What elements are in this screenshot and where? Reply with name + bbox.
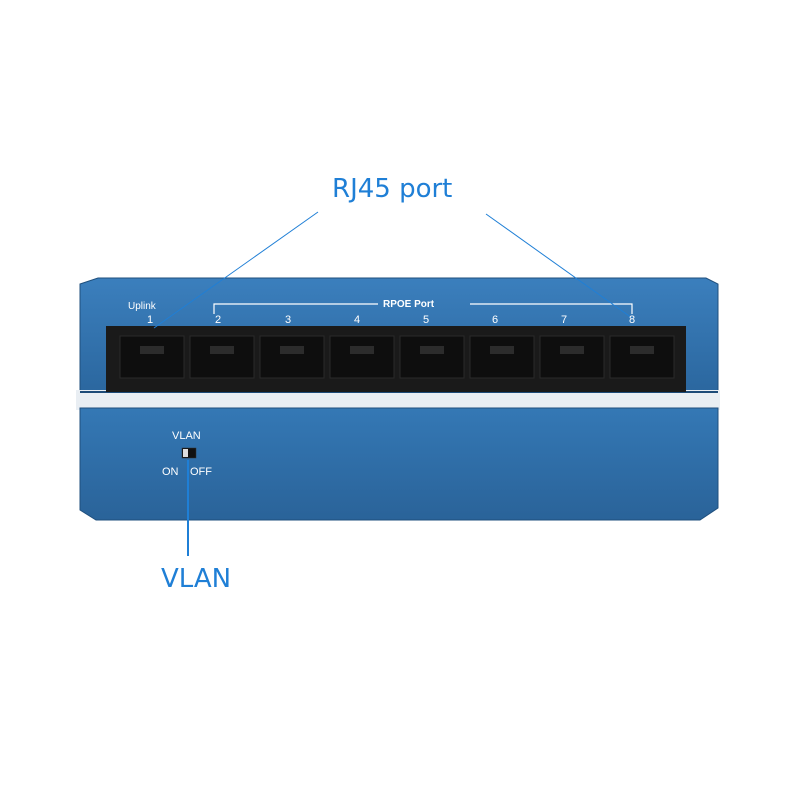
vlan-switch-label: VLAN [172,430,201,442]
port-number-3: 3 [285,314,292,326]
housing-seam [76,390,720,410]
switch-off-label: OFF [190,466,212,478]
port-number-4: 4 [354,314,361,326]
switch-on-label: ON [162,466,179,478]
port-number-8: 8 [629,314,636,326]
port-number-7: 7 [561,314,568,326]
rj45-port-7 [539,335,605,379]
rj45-port-callout: RJ45 port [332,174,453,204]
vlan-callout: VLAN [161,564,232,594]
callout-line-rj45-right [485,213,633,319]
port-number-1: 1 [147,314,154,326]
callout-line-rj45-left [153,211,319,329]
rj45-port-5 [399,335,465,379]
rj45-port-3 [259,335,325,379]
rj45-port-8 [609,335,675,379]
rj45-port-1 [119,335,185,379]
switch-bottom-housing [79,407,719,521]
rpoe-port-label: RPOE Port [383,299,435,310]
rpoe-bracket [213,303,633,314]
rj45-port-2 [189,335,255,379]
port-number-6: 6 [492,314,499,326]
rj45-port-4 [329,335,395,379]
port-number-2: 2 [215,314,222,326]
rj45-port-row [119,335,675,379]
rj45-port-6 [469,335,535,379]
uplink-label: Uplink [128,301,156,312]
port-number-5: 5 [423,314,430,326]
vlan-dip-switch [181,447,197,459]
